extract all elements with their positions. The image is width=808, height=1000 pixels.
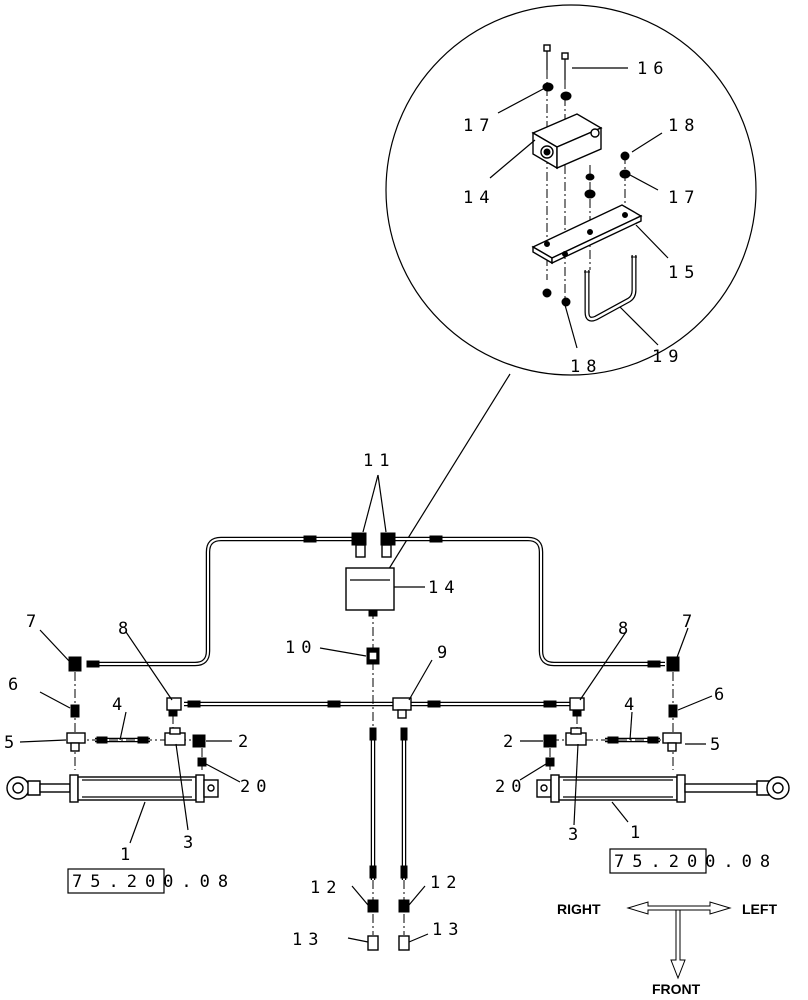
direction-label-right: RIGHT [557,901,601,917]
callout-11: 11 [363,451,395,471]
callout-13-left: 13 [292,930,324,950]
callout-10: 10 [285,638,317,658]
detail-circle [385,4,757,376]
tee-fitting-part-9 [392,697,412,719]
fitting-part-2-right [543,734,557,748]
hose-lines [86,535,665,880]
fitting-part-20-left [197,757,207,767]
washer-part-17b [560,91,572,101]
valve-block-part-14 [531,113,603,170]
callout-14-main: 14 [428,578,460,598]
elbow-fitting-part-7-left [68,656,82,672]
callout-6-right: 6 [714,685,730,705]
callout-8-left: 8 [118,619,134,639]
adapter-part-6-left [70,704,80,718]
bolt-part-16 [543,44,569,80]
nut-part-18 [620,151,630,161]
elbow-part-8-right [569,697,585,717]
direction-label-left: LEFT [742,901,777,917]
valve-block-part-14-installed [345,567,395,617]
direction-arrow-down [670,909,686,980]
callout-4-right: 4 [624,695,640,715]
washer-part-17c [619,169,631,179]
reference-box-left: 75.200.08 [67,868,236,894]
callout-5-right: 5 [710,735,726,755]
callout-20-left: 20 [240,777,272,797]
tee-part-5-left [66,732,86,752]
fitting-part-2-left [192,734,206,748]
callout-15: 15 [668,263,700,283]
hydraulic-cylinder-left [6,774,219,803]
callout-2-left: 2 [238,732,254,752]
callout-1-right: 1 [630,823,646,843]
callout-9: 9 [437,643,453,663]
callout-2-right: 2 [503,732,519,752]
tee-part-5-right [662,732,682,752]
callout-12-left: 12 [310,878,342,898]
elbow-part-8-left [166,697,182,717]
callout-6-left: 6 [8,675,24,695]
callout-20-right: 20 [495,777,527,797]
callout-16: 16 [637,59,669,79]
fitting-part-20-right [545,757,555,767]
reference-box-right: 75.200.08 [609,848,778,874]
detail-leader [381,373,511,581]
callout-17b: 17 [668,188,700,208]
reference-text-left: 75.200.08 [72,872,236,892]
callout-18: 18 [668,116,700,136]
detail-view: 16 17 14 18 17 15 18 19 [381,4,757,581]
callout-4-left: 4 [112,695,128,715]
washer-part-17 [542,82,554,92]
callout-3-right: 3 [568,825,584,845]
callout-5-left: 5 [4,733,20,753]
callouts: 11 14 10 9 7 6 5 4 8 2 20 3 1 12 13 12 1… [4,451,730,950]
tee-part-3-right [565,727,587,746]
callout-18b: 18 [570,357,602,377]
callout-13-right: 13 [432,920,464,940]
reference-text-right: 75.200.08 [614,852,778,872]
elbow-fitting-part-7-right [666,656,680,672]
callout-8-right: 8 [618,619,634,639]
hydraulic-cylinder-right [536,774,790,803]
callout-7-right: 7 [682,612,698,632]
callout-17: 17 [463,116,495,136]
direction-indicator: RIGHT LEFT FRONT [557,901,777,997]
fitting-part-13 [367,935,410,951]
u-bolt-part-19 [584,255,637,322]
plate-part-15 [531,204,643,265]
callout-1-left: 1 [120,845,136,865]
fitting-part-11 [351,532,396,558]
tee-part-3-left [164,727,186,746]
direction-arrow-horizontal [626,901,732,915]
fitting-part-10 [366,647,380,665]
leader-lines [19,474,713,943]
callout-14: 14 [463,188,495,208]
nut-part-18c [561,297,571,307]
adapter-part-6-right [668,704,678,718]
callout-19: 19 [652,347,684,367]
direction-label-front: FRONT [652,981,701,997]
fitting-part-12 [367,899,410,913]
nut-part-18b [542,288,552,298]
callout-7-left: 7 [26,612,42,632]
callout-3-left: 3 [183,833,199,853]
callout-12-right: 12 [430,873,462,893]
